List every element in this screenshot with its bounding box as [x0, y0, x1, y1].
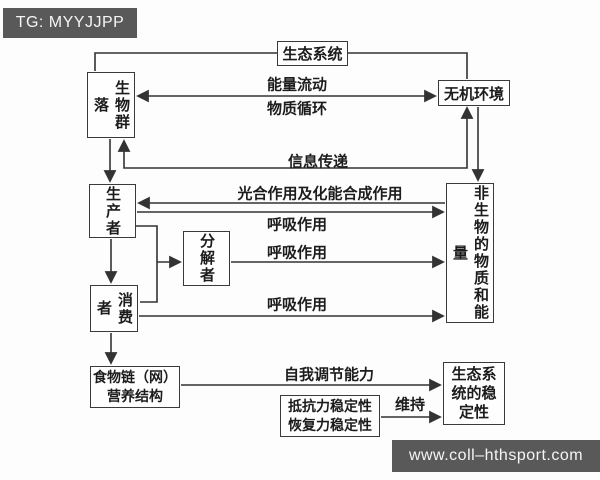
node-food-chain-trophic-structure: 食物链（网） 营养结构: [90, 366, 180, 408]
node-decomposer: 分解者: [183, 231, 230, 286]
node-biotic-community-label: 生物群落: [92, 79, 130, 131]
label-information-transfer: 信息传递: [287, 153, 349, 171]
node-producer-label: 生产者: [104, 185, 121, 237]
label-energy-flow: 能量流动: [266, 76, 328, 94]
label-photosynthesis-chemosynthesis: 光合作用及化能合成作用: [237, 185, 403, 203]
label-matter-cycle: 物质循环: [266, 100, 328, 118]
watermark-url-text: www.coll–hthsport.com: [408, 447, 584, 464]
node-food-chain-line2: 营养结构: [107, 388, 163, 404]
connector-ecosystem-to-community: [94, 52, 277, 71]
node-food-chain-line1: 食物链（网）: [93, 369, 177, 385]
watermark-tag-text: TG: MYYJJPP: [15, 14, 125, 31]
node-ecosystem-stability-label: 生态系统的稳定性: [451, 366, 497, 421]
node-producer: 生产者: [89, 184, 136, 238]
label-maintain: 维持: [394, 396, 426, 414]
connector-producer-consumer-junction: [136, 225, 158, 303]
node-ecosystem-label: 生态系统: [282, 46, 343, 63]
node-ecosystem-stability: 生态系统的稳定性: [443, 362, 505, 425]
node-ecosystem: 生态系统: [277, 41, 348, 66]
node-decomposer-label: 分解者: [198, 233, 215, 284]
node-abiotic-matter-and-energy-label: 非生物的物质和能量: [451, 185, 489, 321]
node-inorganic-environment: 无机环境: [438, 80, 510, 106]
node-stability-types: 抵抗力稳定性 恢复力稳定性: [280, 395, 380, 437]
node-biotic-community: 生物群落: [87, 72, 135, 138]
label-respiration-decomposer: 呼吸作用: [266, 244, 328, 262]
node-inorganic-environment-label: 无机环境: [443, 85, 504, 103]
watermark-url-bar: www.coll–hthsport.com: [392, 440, 600, 472]
node-resistance-stability-label: 抵抗力稳定性: [288, 398, 372, 414]
arrow-information-transfer: [117, 106, 474, 169]
node-consumer-label: 消费者: [95, 291, 133, 326]
watermark-tag-bar: TG: MYYJJPP: [3, 8, 137, 38]
node-consumer: 消费者: [90, 285, 138, 332]
connector-ecosystem-to-environment: [348, 52, 468, 79]
label-respiration-producer: 呼吸作用: [266, 216, 328, 234]
node-resilience-stability-label: 恢复力稳定性: [288, 417, 372, 433]
label-respiration-consumer: 呼吸作用: [266, 296, 328, 314]
label-self-regulation: 自我调节能力: [283, 366, 375, 384]
node-abiotic-matter-and-energy: 非生物的物质和能量: [446, 183, 494, 323]
